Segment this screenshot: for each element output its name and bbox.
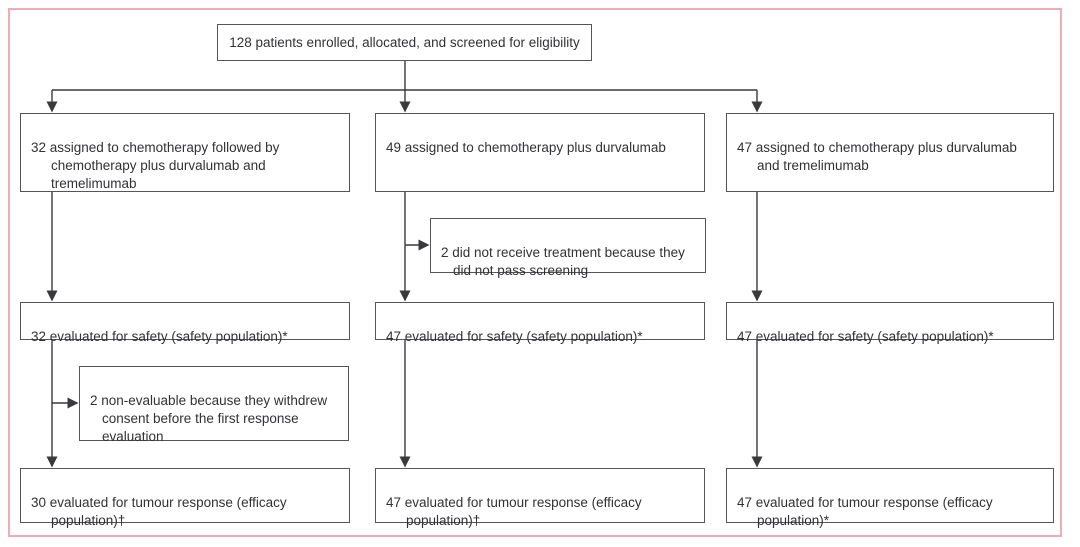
box-arm1-assigned: 32 assigned to chemotherapy followed by … — [20, 113, 350, 192]
arm2-safety-text: 47 evaluated for safety (safety populati… — [386, 328, 643, 344]
arm1-efficacy-text: 30 evaluated for tumour response (effica… — [31, 494, 287, 528]
box-arm1-nonevaluable: 2 non-evaluable because they withdrew co… — [79, 366, 349, 444]
box-arm3-efficacy: 47 evaluated for tumour response (effica… — [726, 468, 1054, 528]
box-enrollment: 128 patients enrolled, allocated, and sc… — [217, 24, 592, 61]
box-arm1-efficacy: 30 evaluated for tumour response (effica… — [20, 468, 350, 528]
arm2-efficacy-text: 47 evaluated for tumour response (effica… — [386, 494, 642, 528]
arm1-nonevaluable-text: 2 non-evaluable because they withdrew co… — [90, 392, 328, 444]
arm3-safety-text: 47 evaluated for safety (safety populati… — [737, 328, 994, 344]
arm1-safety-text: 32 evaluated for safety (safety populati… — [31, 328, 288, 344]
box-arm3-assigned: 47 assigned to chemotherapy plus durvalu… — [726, 113, 1054, 192]
box-arm2-safety: 47 evaluated for safety (safety populati… — [375, 302, 705, 344]
arm2-assigned-text: 49 assigned to chemotherapy plus durvalu… — [386, 139, 666, 155]
arm2-excluded-text: 2 did not receive treatment because they… — [441, 244, 685, 278]
enrollment-text: 128 patients enrolled, allocated, and sc… — [229, 34, 580, 50]
box-arm1-safety: 32 evaluated for safety (safety populati… — [20, 302, 350, 344]
box-arm2-excluded: 2 did not receive treatment because they… — [430, 218, 706, 278]
box-arm3-safety: 47 evaluated for safety (safety populati… — [726, 302, 1054, 344]
arm3-efficacy-text: 47 evaluated for tumour response (effica… — [737, 494, 993, 528]
arm1-assigned-text: 32 assigned to chemotherapy followed by … — [31, 139, 280, 191]
arm3-assigned-text: 47 assigned to chemotherapy plus durvalu… — [737, 139, 1017, 173]
box-arm2-efficacy: 47 evaluated for tumour response (effica… — [375, 468, 705, 528]
box-arm2-assigned: 49 assigned to chemotherapy plus durvalu… — [375, 113, 705, 192]
